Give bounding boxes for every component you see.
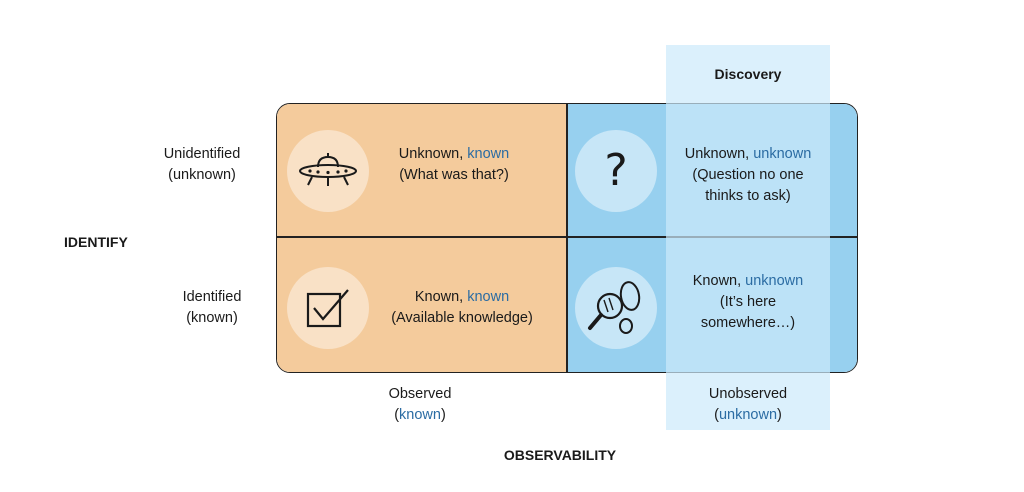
horizontal-divider (277, 236, 857, 238)
magnifier-footprints-icon-circle (575, 267, 657, 349)
text-unknown-known: Unknown, known (What was that?) (398, 146, 510, 183)
text-unknown-unknown: Unknown, unknown (Question no one thinks… (684, 146, 812, 204)
axis-title-observability: OBSERVABILITY (503, 447, 617, 463)
text-known-unknown: Known, unknown (It’s here somewhere…) (692, 273, 804, 331)
vertical-divider (566, 104, 568, 372)
question-mark-icon-circle: ? (575, 130, 657, 212)
question-mark-icon: ? (604, 145, 628, 196)
row-label-unidentified: Unidentified (unknown) (163, 146, 241, 183)
row-label-identified: Identified (known) (182, 289, 242, 326)
checkbox-icon (306, 289, 349, 328)
col-label-observed: Observed (known) (388, 386, 452, 423)
magnifier-footprints-icon (588, 281, 641, 334)
axis-title-identify: IDENTIFY (64, 234, 128, 250)
ufo-icon (299, 153, 357, 186)
text-known-known: Known, known (Available knowledge) (391, 289, 533, 326)
discovery-title: Discovery (714, 66, 782, 82)
ufo-icon-circle (287, 130, 369, 212)
col-label-unobserved: Unobserved (unknown) (708, 386, 788, 423)
checkbox-icon-circle (287, 267, 369, 349)
